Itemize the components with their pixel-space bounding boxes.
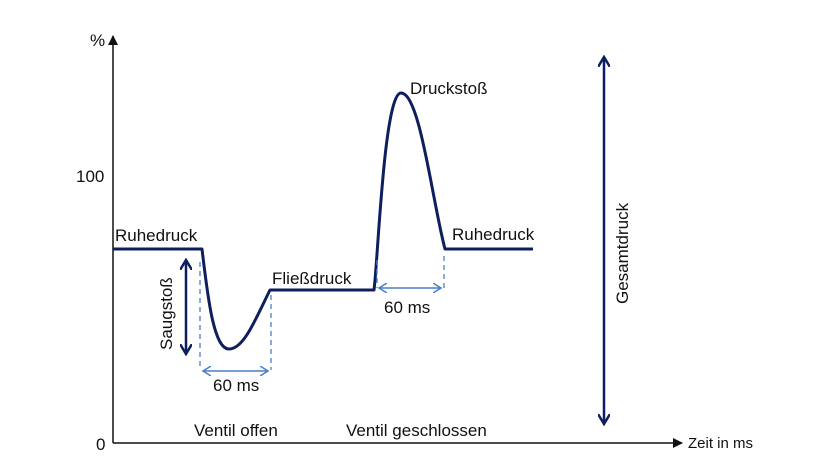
fliessdruck-label: Fließdruck xyxy=(272,269,352,288)
dashed-guides xyxy=(199,256,445,370)
gesamtdruck-label: Gesamtdruck xyxy=(613,202,632,304)
y-tick-100: 100 xyxy=(76,167,104,186)
ventil-offen-label: Ventil offen xyxy=(194,421,278,440)
y-unit-label: % xyxy=(90,31,105,50)
ruhedruck-left-label: Ruhedruck xyxy=(115,226,198,245)
duration-right-label: 60 ms xyxy=(384,298,430,317)
saugstoss-label: Saugstoß xyxy=(157,277,176,350)
y-tick-0: 0 xyxy=(96,435,105,454)
druckstoss-label: Druckstoß xyxy=(410,79,487,98)
x-axis-label: Zeit in ms xyxy=(688,435,753,452)
ruhedruck-right-label: Ruhedruck xyxy=(452,225,535,244)
ventil-geschlossen-label: Ventil geschlossen xyxy=(346,421,487,440)
duration-left-label: 60 ms xyxy=(213,376,259,395)
pressure-curve xyxy=(113,91,533,351)
